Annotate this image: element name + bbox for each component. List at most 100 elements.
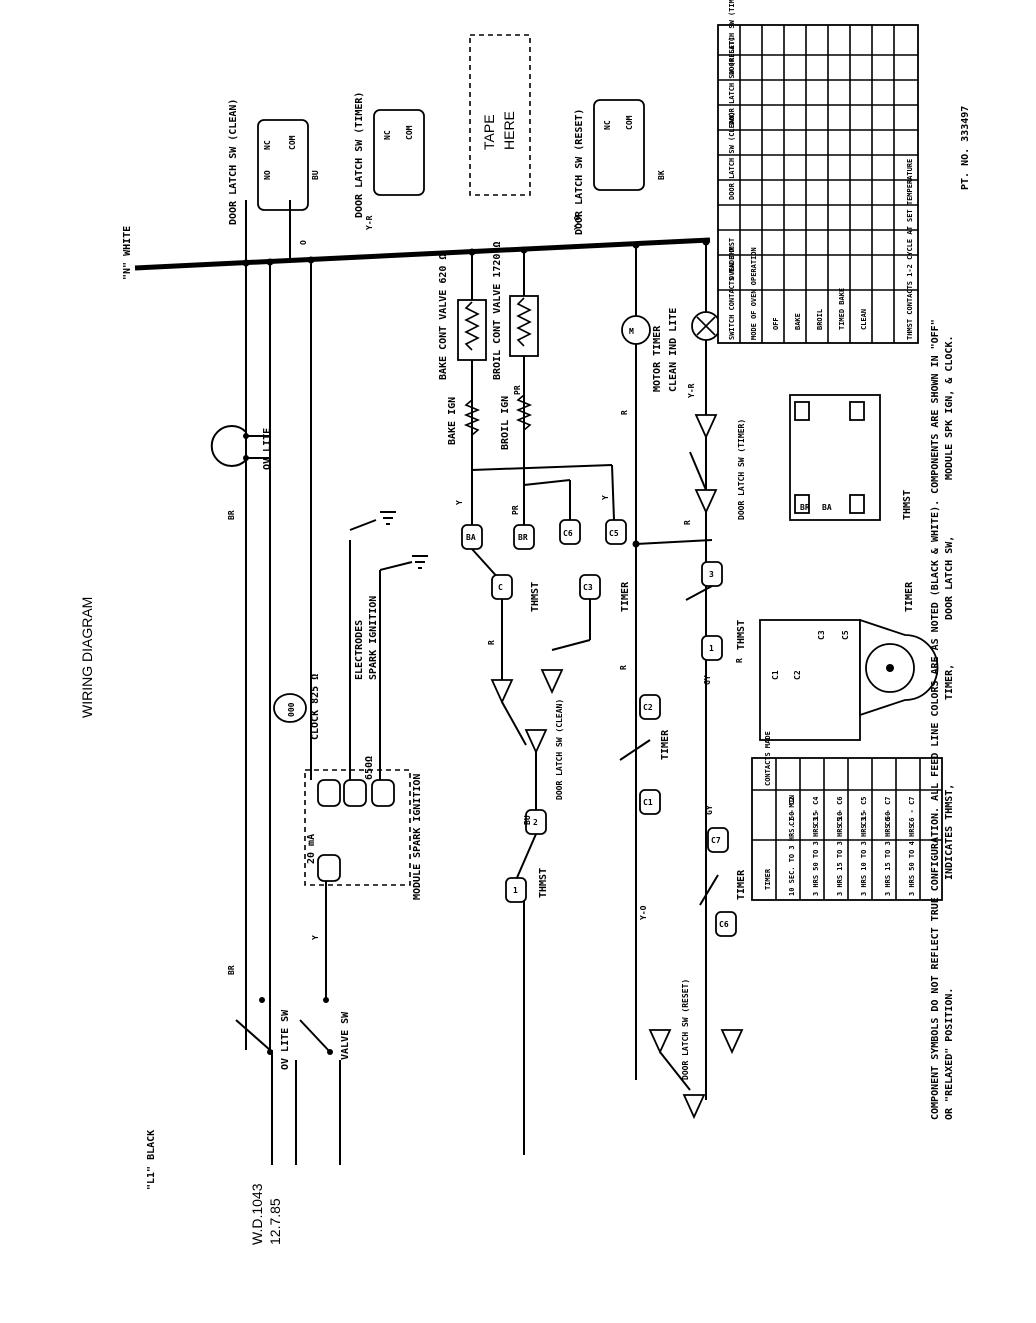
svg-text:PR: PR bbox=[513, 385, 522, 395]
svg-text:C6: C6 bbox=[563, 529, 573, 538]
clean-ind-lite-label: CLEAN IND LITE bbox=[668, 308, 679, 392]
tape-line1: TAPE bbox=[481, 114, 497, 150]
n-white-bus bbox=[134, 237, 711, 271]
svg-text:R: R bbox=[620, 410, 629, 415]
svg-text:C2: C2 bbox=[643, 703, 653, 712]
door-latch-sw-reset-top[interactable]: NC COM bbox=[593, 99, 645, 191]
svg-text:1: 1 bbox=[513, 886, 518, 895]
door-latch-sw-timer-top[interactable]: NC COM bbox=[373, 109, 425, 196]
timer-detail-label: TIMER bbox=[904, 581, 915, 612]
svg-text:MODE OF OVEN OPERATION: MODE OF OVEN OPERATION bbox=[750, 247, 758, 340]
thmst-detail: BR BA bbox=[789, 394, 881, 521]
svg-text:NC: NC bbox=[603, 120, 612, 130]
svg-text:BR: BR bbox=[518, 533, 528, 542]
bake-cont-valve-label: BAKE CONT VALVE 620 Ω bbox=[438, 254, 449, 380]
ground-icon bbox=[380, 511, 428, 569]
l1-leads bbox=[271, 900, 525, 1165]
svg-text:SWITCH CONTACTS MADE X: SWITCH CONTACTS MADE X bbox=[728, 246, 736, 340]
door-latch-reset-label: DOOR LATCH SW (RESET) bbox=[574, 109, 585, 235]
svg-text:C3: C3 bbox=[583, 583, 593, 592]
wire-color-labels: BR BR Y Y Y R R R R R PR PR BU BU GY GY … bbox=[227, 170, 744, 975]
broil-ign bbox=[515, 394, 533, 431]
svg-text:DOOR LATCH SW (RESET): DOOR LATCH SW (RESET) bbox=[728, 36, 736, 125]
svg-text:C: C bbox=[498, 583, 503, 592]
svg-text:C5: C5 bbox=[841, 630, 850, 640]
svg-text:Y: Y bbox=[601, 495, 610, 500]
bake-ign-label: BAKE IGN bbox=[447, 397, 458, 445]
l1-bus-label: "L1" BLACK bbox=[146, 1130, 157, 1190]
timer-table: TIMER CONTACTS MADE 10 SEC. TO 3 HRS. 50… bbox=[751, 731, 943, 901]
svg-text:Y-R: Y-R bbox=[365, 215, 374, 230]
svg-text:BROIL: BROIL bbox=[816, 309, 824, 330]
ov-lite-switch[interactable] bbox=[235, 997, 273, 1055]
svg-text:BR: BR bbox=[227, 510, 236, 520]
ov-lite-label: OV LITE bbox=[262, 428, 273, 470]
ma-label: 20 mA bbox=[306, 834, 317, 864]
bake-ign bbox=[463, 399, 481, 436]
timer-label-2: TIMER bbox=[660, 729, 671, 760]
ov-lite bbox=[210, 425, 270, 467]
svg-text:3 HRS 15 TO 3 HRS 50: 3 HRS 15 TO 3 HRS 50 bbox=[884, 812, 892, 896]
svg-text:3 HRS 15 TO 3 HRS 10: 3 HRS 15 TO 3 HRS 10 bbox=[836, 812, 844, 896]
notes-line2: OR "RELAXED" POSITION. bbox=[944, 988, 955, 1120]
svg-text:BU: BU bbox=[523, 815, 532, 825]
svg-text:R: R bbox=[683, 520, 692, 525]
svg-text:CONTACTS MADE: CONTACTS MADE bbox=[764, 731, 772, 786]
svg-text:R: R bbox=[735, 658, 744, 663]
svg-text:OFF: OFF bbox=[772, 317, 780, 330]
bake-broil-wiring: BA BR C6 C5 bbox=[461, 464, 627, 550]
svg-text:C1 - C2: C1 - C2 bbox=[788, 796, 796, 826]
svg-text:THMST CONTACTS 1-2 CYCLE AT SE: THMST CONTACTS 1-2 CYCLE AT SET TEMPERAT… bbox=[906, 159, 914, 340]
module-spark-ignition bbox=[304, 500, 413, 930]
ov-lite-sw-label: OV LITE SW bbox=[280, 1009, 291, 1070]
motor-timer-label: MOTOR TIMER bbox=[652, 325, 663, 392]
svg-text:C6: C6 bbox=[719, 920, 729, 929]
svg-text:GY: GY bbox=[705, 805, 714, 815]
notes-line3: INDICATES THMST, bbox=[944, 784, 955, 880]
svg-text:000: 000 bbox=[287, 702, 296, 717]
svg-text:R: R bbox=[487, 640, 496, 645]
door-latch-sw-timer-inline: DOOR LATCH SW (TIMER) bbox=[737, 419, 746, 520]
svg-text:C3 - C5: C3 - C5 bbox=[860, 796, 868, 826]
svg-text:OVEN THMST: OVEN THMST bbox=[728, 238, 736, 280]
tape-here-box: TAPE HERE bbox=[469, 34, 531, 196]
svg-text:CLEAN: CLEAN bbox=[860, 309, 868, 330]
clock-label: CLOCK 825 Ω bbox=[310, 674, 321, 740]
door-latch-sw-clean-top[interactable]: NC NO COM bbox=[245, 119, 309, 263]
thmst-label-3: THMST bbox=[736, 620, 747, 650]
svg-text:COM: COM bbox=[625, 115, 634, 130]
notes-line6: MODULE SPK IGN, & CLOCK. bbox=[944, 336, 955, 481]
svg-text:C2: C2 bbox=[793, 670, 802, 680]
doc-id: W.D.1043 bbox=[249, 1183, 265, 1245]
module-spark-label: MODULE SPARK IGNITION bbox=[412, 774, 423, 900]
svg-text:C1: C1 bbox=[643, 798, 653, 807]
spark-ignition-label: SPARK IGNITION bbox=[368, 596, 379, 680]
svg-text:3 HRS 50 TO 3 HRS 15: 3 HRS 50 TO 3 HRS 15 bbox=[812, 812, 820, 896]
svg-text:Y: Y bbox=[311, 935, 320, 940]
svg-text:DOOR LATCH SW (CLEAN): DOOR LATCH SW (CLEAN) bbox=[728, 111, 736, 200]
svg-text:BU: BU bbox=[311, 170, 320, 180]
svg-text:DOOR LATCH SW (TIMER): DOOR LATCH SW (TIMER) bbox=[728, 0, 736, 75]
svg-text:NC: NC bbox=[383, 130, 392, 140]
notes-line1: COMPONENT SYMBOLS DO NOT REFLECT TRUE CO… bbox=[930, 319, 941, 1120]
valve-switch[interactable] bbox=[299, 930, 333, 1055]
n-bus-label: "N" WHITE bbox=[122, 226, 133, 280]
svg-text:COM: COM bbox=[405, 125, 414, 140]
svg-text:BR: BR bbox=[800, 503, 810, 512]
svg-text:Y-O: Y-O bbox=[573, 215, 582, 230]
svg-text:1: 1 bbox=[709, 644, 714, 653]
broil-cont-valve-label: BROIL CONT VALVE 1720 Ω bbox=[492, 242, 503, 380]
switch-table: SWITCH CONTACTS MADE X OVEN THMST DOOR L… bbox=[717, 0, 919, 344]
svg-text:BA: BA bbox=[466, 533, 476, 542]
clean-ind-lite bbox=[691, 311, 721, 341]
diagram-title: WIRING DIAGRAM bbox=[79, 597, 95, 718]
svg-text:C6 - C7: C6 - C7 bbox=[884, 796, 892, 826]
svg-text:C3 - C4: C3 - C4 bbox=[812, 796, 820, 826]
svg-text:Y-R: Y-R bbox=[687, 383, 696, 398]
timer-label-1: TIMER bbox=[620, 581, 631, 612]
svg-text:BA: BA bbox=[822, 503, 832, 512]
timer-detail: C1 C2 C3 C5 bbox=[759, 618, 939, 741]
svg-text:O: O bbox=[299, 240, 308, 245]
svg-text:Y-O: Y-O bbox=[639, 905, 648, 920]
